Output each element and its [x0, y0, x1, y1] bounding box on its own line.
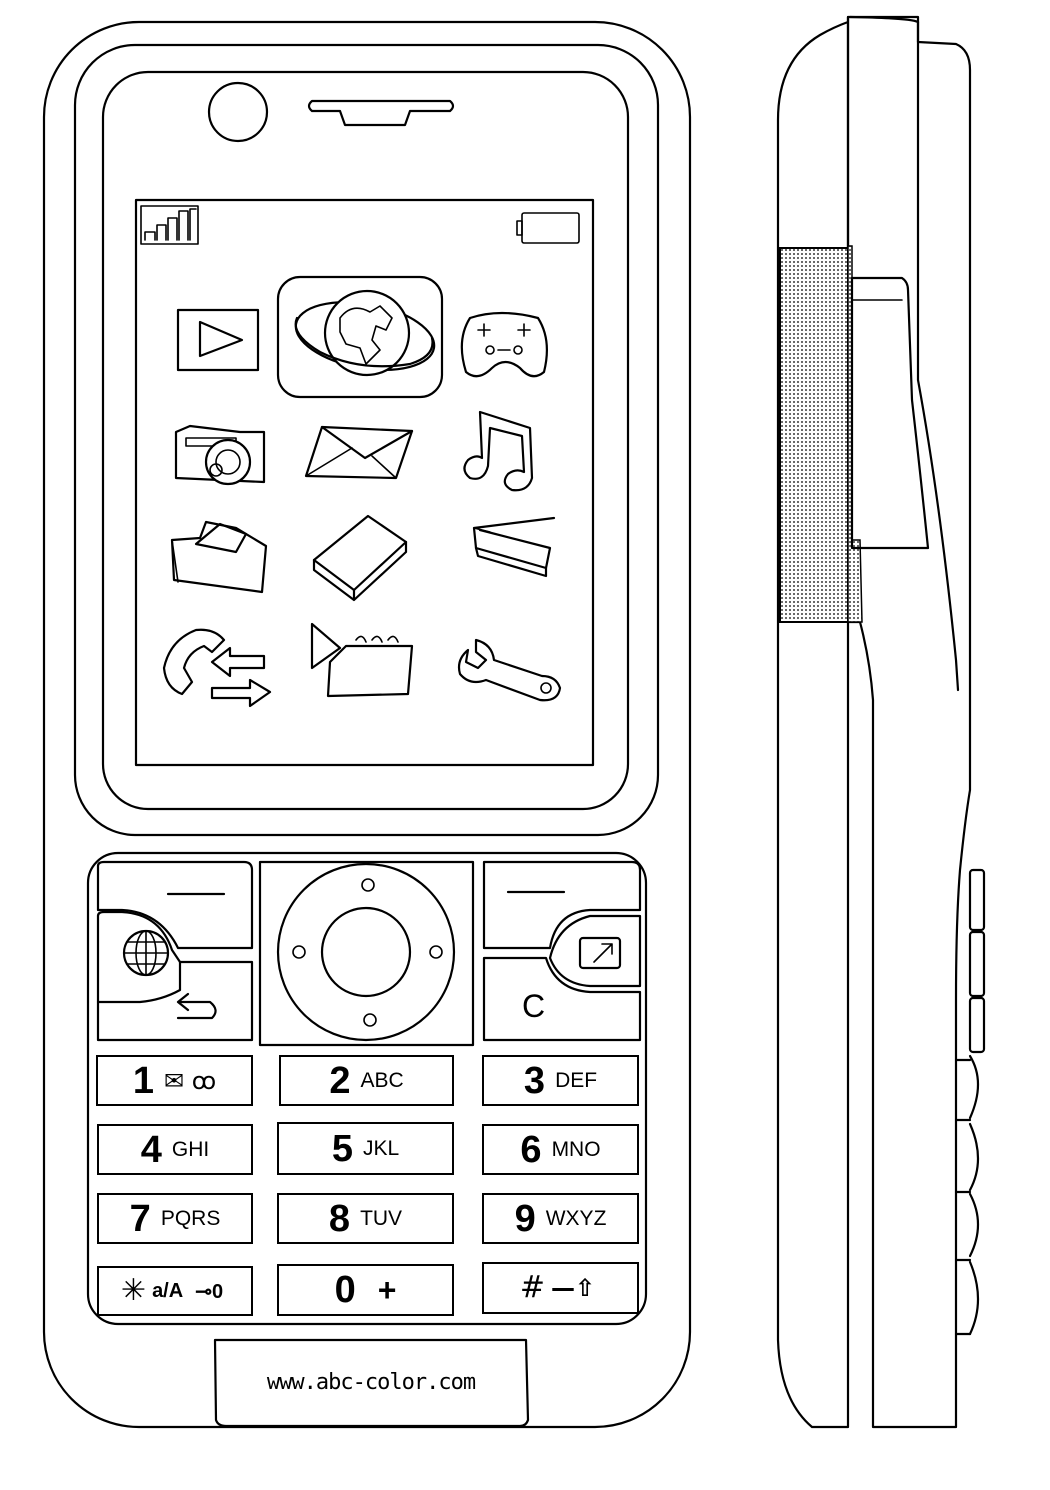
envelope-icon[interactable] — [304, 425, 414, 480]
right-softkey[interactable] — [482, 860, 642, 950]
display — [134, 198, 595, 767]
gamepad-icon[interactable] — [460, 311, 549, 378]
camera-bump — [850, 276, 930, 550]
side-buttons[interactable] — [954, 868, 986, 1336]
earpiece — [307, 99, 455, 127]
key-star[interactable]: ✳a/A⊸0 — [97, 1266, 253, 1316]
signal-bars-icon — [140, 205, 199, 245]
folder-icon[interactable] — [170, 520, 268, 594]
clear-key[interactable] — [482, 956, 642, 1042]
card-icon[interactable] — [472, 516, 556, 578]
play-icon[interactable] — [176, 308, 260, 372]
front-camera-icon — [207, 81, 269, 143]
side-body — [776, 15, 986, 1429]
key-0[interactable]: 0+ — [277, 1264, 454, 1316]
wrench-icon[interactable] — [457, 638, 562, 702]
notepad-icon[interactable] — [310, 622, 414, 698]
front-slider — [846, 15, 972, 1429]
dpad[interactable] — [276, 862, 456, 1042]
call-transfer-icon[interactable] — [162, 628, 272, 708]
dpad-frame — [258, 860, 475, 1047]
back-shell — [776, 15, 850, 1429]
center-select-button[interactable] — [320, 906, 412, 998]
music-note-icon[interactable] — [463, 410, 534, 492]
globe-icon[interactable] — [122, 929, 170, 977]
phone-side-view — [760, 0, 1050, 1485]
battery-icon — [516, 212, 580, 244]
task-switch-icon[interactable] — [578, 936, 622, 970]
speaker-grille — [779, 247, 849, 623]
key-hash[interactable]: #—⇧ — [482, 1262, 639, 1314]
footer-url: www.abc-color.com — [266, 1370, 476, 1395]
globe-planet-icon[interactable] — [276, 275, 444, 399]
key-1[interactable]: 1 ✉ ꝏ — [96, 1055, 253, 1106]
back-arrow-icon[interactable] — [176, 992, 217, 1020]
keypad-panel — [86, 851, 648, 1326]
clear-key-label: C — [522, 988, 546, 1024]
left-softkey[interactable] — [96, 860, 254, 950]
camera-icon[interactable] — [174, 424, 266, 486]
block-icon[interactable] — [312, 514, 408, 602]
